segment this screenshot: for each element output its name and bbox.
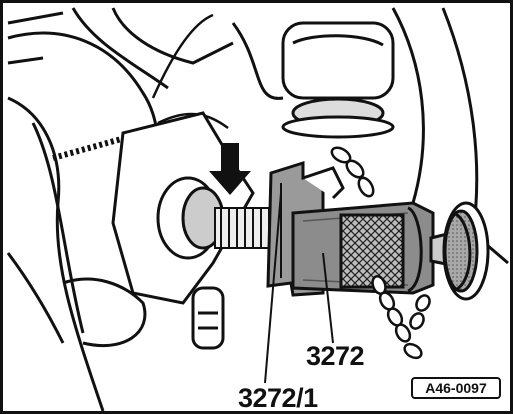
- direction-arrow: [209, 143, 251, 195]
- line-drawing: [6, 7, 509, 411]
- strut-mount: [231, 21, 395, 139]
- brake-caliper: [62, 111, 255, 350]
- callout-3272: 3272: [306, 341, 365, 371]
- vehicle-housing: [6, 7, 509, 411]
- retaining-chain: [330, 146, 431, 360]
- figure-id-badge: A46-0097: [411, 377, 501, 399]
- leader-lines: [264, 192, 334, 384]
- callout-3272-1: 3272/1: [238, 383, 318, 413]
- tool-body: [291, 201, 490, 301]
